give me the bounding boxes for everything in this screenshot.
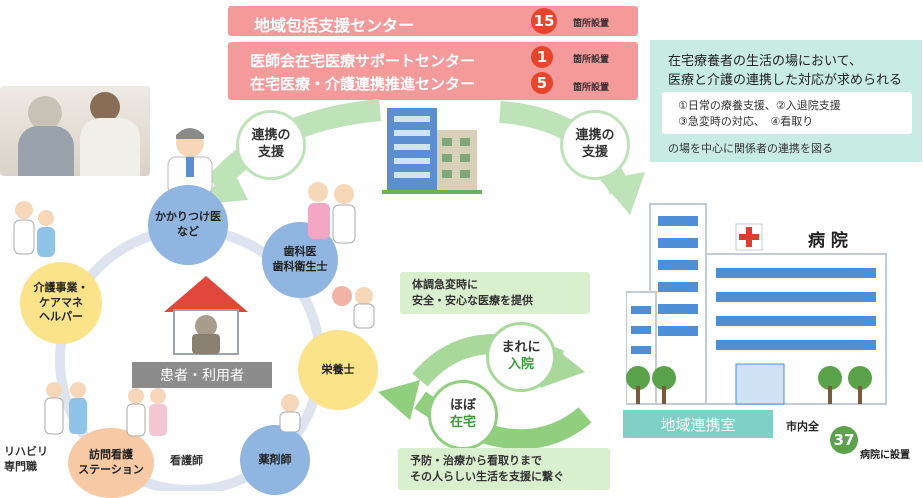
medical-banner-line2: 在宅医療・介護連携推進センター (250, 75, 476, 93)
staff-figure-nutrition (332, 286, 375, 329)
hobo-bubble: ほぼ在宅 (428, 380, 498, 450)
info-box: 在宅療養者の生活の場において、 医療と介護の連携した対応が求められる ①日常の療… (650, 40, 922, 162)
city-count-prefix: 市内全 (786, 420, 819, 433)
staff-figures-rehab (44, 382, 167, 437)
info-inner-1: ①日常の療養支援、②入退院支援 (678, 99, 841, 112)
medical-unit-1: 箇所設置 (573, 55, 610, 65)
hobo-arrow-head (378, 380, 420, 420)
rehab-label: リハビリ専門職 (4, 445, 48, 474)
patient-label: 患者・利用者 (132, 362, 272, 388)
node-care: 介護事業・ケアマネヘルパー (20, 262, 102, 344)
info-title-1: 在宅療養者の生活の場において、 (668, 54, 862, 69)
city-count-badge: 37 (830, 426, 858, 454)
right-link-bubble: 連携の支援 (560, 110, 630, 180)
prevention-box: 予防・治療から看取りまで その人らしい生活を支援に繋ぐ (398, 448, 610, 490)
helper-figure (90, 92, 120, 122)
staff-figures-left (13, 201, 55, 257)
right-arrow-head (600, 172, 645, 215)
info-inner-2: ③急変時の対応、 ④看取り (678, 115, 814, 128)
caregiver-photo (0, 86, 150, 176)
staff-figures-dental (308, 182, 356, 244)
left-link-bubble: 連携の支援 (236, 110, 306, 180)
info-inner-box: ①日常の療養支援、②入退院支援 ③急変時の対応、 ④看取り (662, 92, 912, 134)
mare-bubble: まれに入院 (486, 322, 556, 392)
nurse-label: 看護師 (170, 454, 203, 467)
community-room-box: 地域連携室 (623, 410, 773, 438)
node-doctor: かかりつけ医など (148, 185, 228, 265)
center-banner-label: 地域包括支援センター (254, 16, 415, 35)
staff-figure-pharmacist (279, 394, 301, 432)
hospital-building-icon (626, 203, 887, 405)
house-icon (164, 276, 248, 355)
helper-body (80, 118, 140, 176)
center-count-badge: 15 (531, 8, 557, 34)
node-pharmacist: 薬剤師 (240, 425, 310, 495)
medical-count-badge-2: 5 (531, 72, 553, 94)
center-unit: 箇所設置 (573, 19, 610, 29)
emergency-box: 体調急変時に 安全・安心な医療を提供 (400, 272, 590, 314)
medical-banner: 医師会在宅医療サポートセンター 在宅医療・介護連携推進センター 1 5 箇所設置… (228, 42, 638, 100)
city-count-suffix: 病院に設置 (860, 450, 910, 461)
medical-banner-line1: 医師会在宅医療サポートセンター (250, 52, 476, 70)
elder-body (18, 126, 74, 176)
office-building-icon (382, 108, 482, 194)
hospital-label: 病 院 (808, 231, 848, 251)
node-nursing: 訪問看護ステーション (68, 428, 154, 498)
info-title-2: 医療と介護の連携した対応が求められる (668, 73, 903, 88)
info-footer: の場を中心に関係者の連携を図る (668, 142, 833, 155)
medical-unit-2: 箇所設置 (573, 83, 610, 93)
medical-count-badge-1: 1 (531, 46, 553, 68)
node-nutrition: 栄養士 (298, 330, 378, 410)
center-banner: 地域包括支援センター 15 箇所設置 (228, 6, 638, 36)
elder-figure (28, 96, 62, 130)
